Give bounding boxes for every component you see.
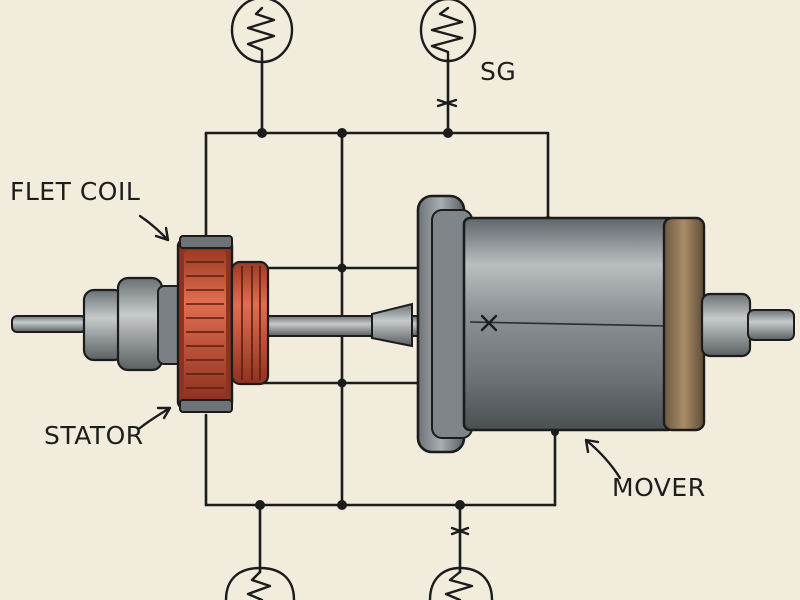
mover-callout: MOVER <box>584 438 706 502</box>
junction-dot <box>455 500 465 510</box>
junction-dot <box>257 128 267 138</box>
junction-dot <box>255 500 265 510</box>
junction-dot <box>337 500 347 510</box>
flet-coil-label: FLET COIL <box>10 177 140 206</box>
junction-dot <box>337 378 347 388</box>
junction-dot <box>337 128 347 138</box>
stator-label: STATOR <box>44 421 144 450</box>
lead-tick-mark <box>436 98 458 108</box>
lead-tick-mark <box>450 526 470 536</box>
mover-arrow <box>584 438 622 480</box>
mover-label: MOVER <box>612 473 706 502</box>
resistor-top-right <box>419 0 477 63</box>
left-shaft-tip <box>11 315 87 333</box>
stator-callout: STATOR <box>44 406 172 450</box>
sg-label: SG <box>480 57 516 86</box>
resistor-bottom-left <box>224 566 296 600</box>
mover-cylinder <box>416 194 795 454</box>
resistor-top-left <box>230 0 294 64</box>
stator-arrow <box>138 406 172 430</box>
junction-dot <box>337 263 347 273</box>
flet-coil-arrow <box>138 214 170 242</box>
resistor-bottom-right <box>428 566 494 600</box>
motor-assembly <box>11 194 795 454</box>
stator-coil <box>176 235 270 413</box>
flet-coil-callout: FLET COIL <box>10 177 170 242</box>
junction-dot <box>443 128 453 138</box>
left-bearing-hub <box>116 276 164 372</box>
